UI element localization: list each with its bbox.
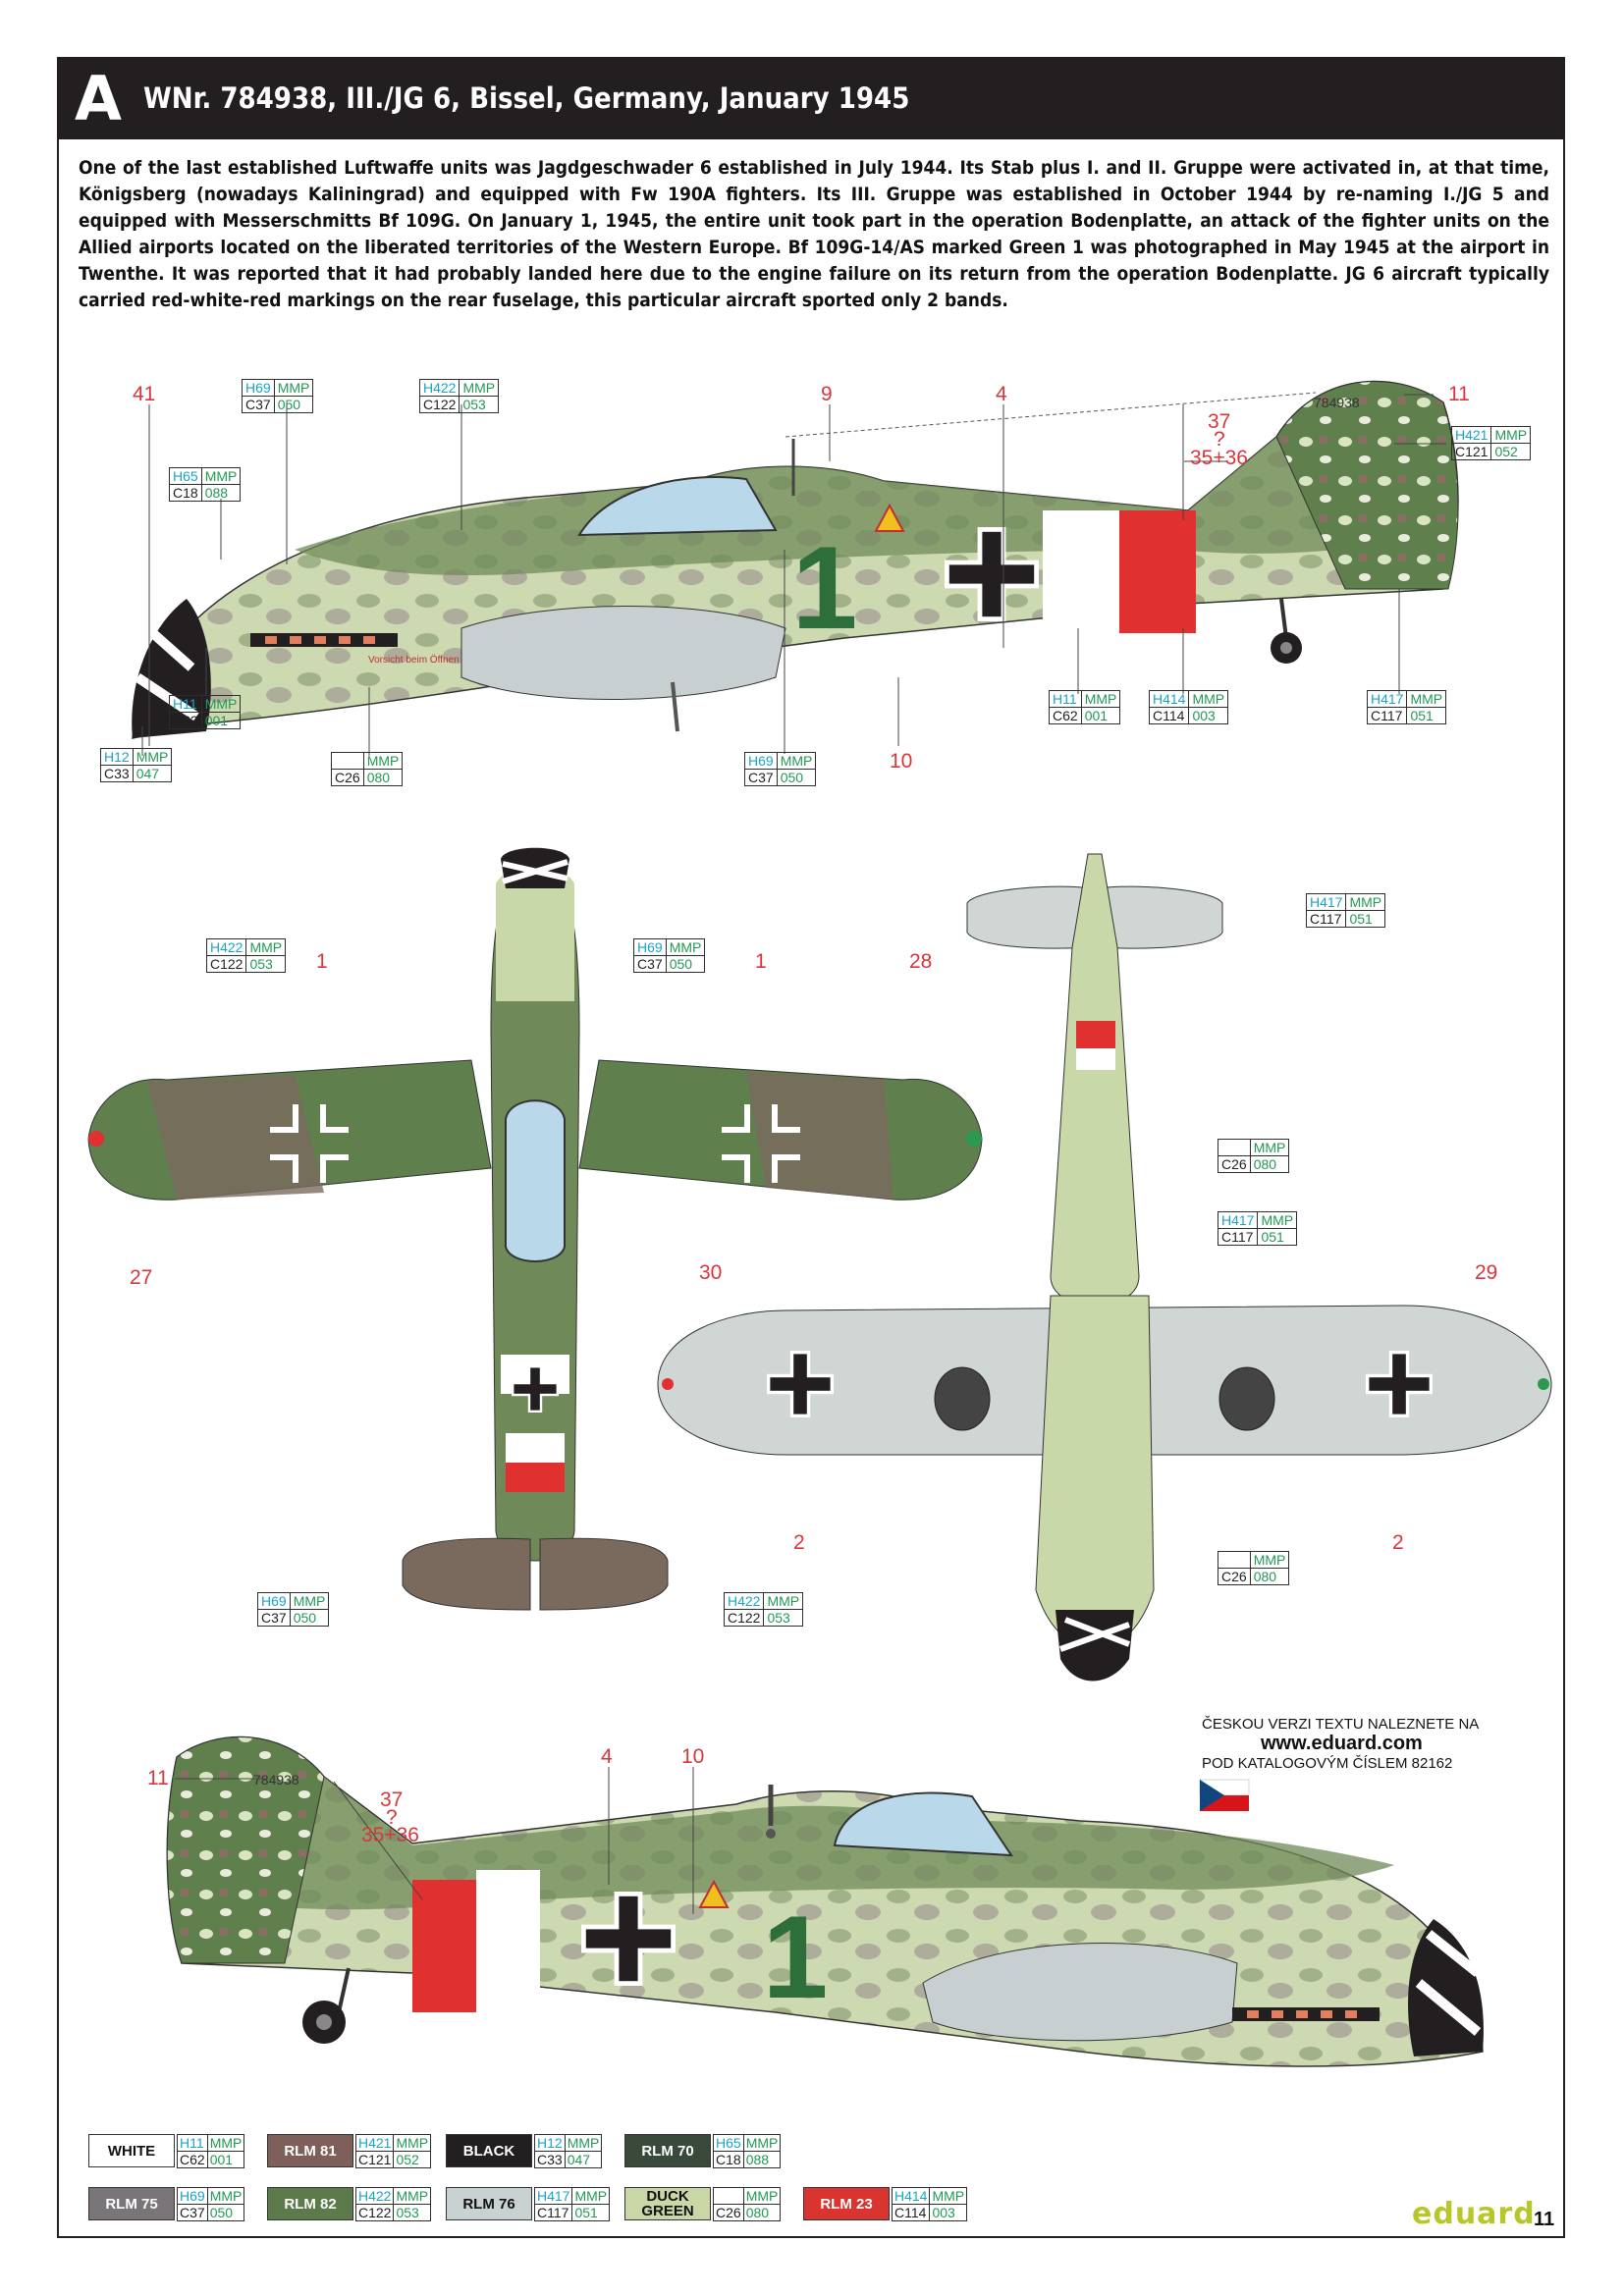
callout-29: 29 [1475, 1261, 1498, 1284]
plan-view-top [87, 847, 983, 1611]
profile-right-side: 1 784938 [166, 1735, 1484, 2067]
callout-10-bottom: 10 [681, 1745, 705, 1768]
callout-9: 9 [821, 383, 833, 405]
page-number: 11 [1534, 2209, 1555, 2230]
callout-4: 4 [996, 383, 1007, 405]
side-code-number-right: 1 [763, 1892, 829, 2023]
swatch-3: RLM 70 [624, 2134, 711, 2167]
eduard-logo: eduard [1412, 2197, 1536, 2231]
czech-note-catalog: POD KATALOGOVÝM ČÍSLEM 82162 [1202, 1755, 1453, 1772]
profile-letter: A [75, 62, 122, 134]
side-code-number: 1 [792, 522, 858, 654]
czech-flag-icon [1199, 1779, 1250, 1811]
callout-10: 10 [890, 750, 913, 773]
profile-title: WNr. 784938, III./JG 6, Bissel, Germany,… [143, 81, 910, 115]
swatch-6: RLM 76 [446, 2187, 532, 2220]
callout-4-bottom: 4 [601, 1745, 613, 1768]
callout-27: 27 [130, 1266, 153, 1289]
callout-1-right-wing: 1 [755, 950, 767, 973]
swatch-8: RLM 23 [803, 2187, 890, 2220]
callout-question: ? [1214, 428, 1225, 451]
swatch-5: RLM 82 [267, 2187, 353, 2220]
czech-version-note: ČESKOU VERZI TEXTU NALEZNETE NA www.edua… [1202, 1716, 1526, 1772]
callout-37-bottom: 37 [380, 1789, 404, 1811]
swatch-2: BLACK [446, 2134, 532, 2167]
history-description: One of the last established Luftwaffe un… [79, 157, 1549, 311]
callout-question-bottom: ? [386, 1806, 398, 1829]
swatch-4: RLM 75 [88, 2187, 175, 2220]
callout-11: 11 [1448, 383, 1470, 405]
profile-left-side: 1 Vorsicht beim Öffnen 784938 [132, 380, 1459, 739]
profile-header: A WNr. 784938, III./JG 6, Bissel, German… [57, 57, 1565, 139]
czech-note-url[interactable]: www.eduard.com [1261, 1733, 1423, 1754]
czech-note-line1: ČESKOU VERZI TEXTU NALEZNETE NA [1202, 1716, 1480, 1733]
stencil-text: Vorsicht beim Öffnen [368, 654, 460, 666]
callout-35-36-bottom: 35+36 [361, 1824, 419, 1846]
callout-35-36: 35+36 [1190, 447, 1248, 469]
callout-30: 30 [699, 1261, 723, 1284]
callout-1-left-wing: 1 [316, 950, 328, 973]
callout-28: 28 [909, 950, 933, 973]
plan-view-bottom [657, 853, 1552, 1682]
side-werknummer-right: 784938 [253, 1772, 299, 1788]
callout-37: 37 [1208, 410, 1231, 433]
callout-11-bottom: 11 [147, 1767, 169, 1789]
callout-2-right: 2 [1392, 1531, 1404, 1554]
side-werknummer: 784938 [1314, 395, 1360, 410]
callout-41: 41 [133, 383, 156, 405]
swatch-7: DUCK GREEN [624, 2187, 711, 2220]
swatch-1: RLM 81 [267, 2134, 353, 2167]
callout-2-left: 2 [793, 1531, 805, 1554]
swatch-0: WHITE [88, 2134, 175, 2167]
